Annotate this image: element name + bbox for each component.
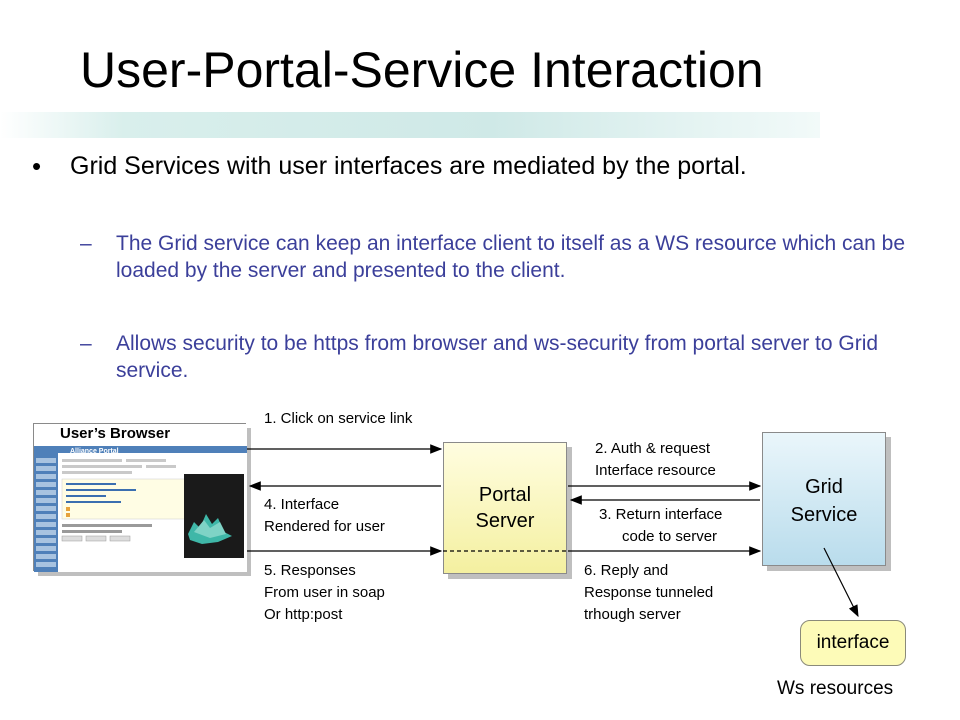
step-3-label-line1: 3. Return interface <box>599 506 723 523</box>
step-5-label-line1: 5. Responses <box>264 562 356 579</box>
step-6-label-line2: Response tunneled <box>584 584 714 601</box>
step-4-label-line2: Rendered for user <box>264 518 385 535</box>
browser-app-title: Alliance Portal <box>70 448 119 455</box>
interface-box: interface <box>800 620 906 666</box>
grid-service-box: Grid Service <box>762 432 891 571</box>
ws-resources-label: Ws resources <box>777 678 894 699</box>
browser-screenshot-thumbnail: Alliance Portal <box>34 424 247 572</box>
step-4-label-line1: 4. Interface <box>264 496 340 513</box>
step-6-label-line3: trhough server <box>584 606 681 623</box>
sub-bullet-text: The Grid service can keep an interface c… <box>116 232 906 282</box>
sub-bullet-text: Allows security to be https from browser… <box>116 332 879 382</box>
main-bullet: Grid Services with user interfaces are m… <box>70 152 747 180</box>
title-underline-bar <box>0 112 820 138</box>
arrow-grid-to-interface <box>823 547 859 618</box>
slide-title: User-Portal-Service Interaction <box>80 42 764 98</box>
step-5-label-line2: From user in soap <box>264 584 385 601</box>
users-browser-label: User’s Browser <box>60 425 171 442</box>
bullet-marker: • <box>32 151 42 181</box>
portal-server-box: Portal Server <box>443 442 572 579</box>
sub-bullet-dash: – <box>80 332 92 355</box>
grid-service-label-line2: Service <box>790 504 858 526</box>
portal-server-label-line1: Portal <box>478 484 532 506</box>
portal-server-label-line2: Server <box>475 510 535 532</box>
step-5-label-line3: Or http:post <box>264 606 343 623</box>
step-3-label-line2: code to server <box>622 528 718 545</box>
step-6-label-line1: 6. Reply and <box>584 562 669 579</box>
users-browser-box: Alliance Portal <box>33 423 251 576</box>
step-2-label-line1: 2. Auth & request <box>595 440 711 457</box>
step-2-label-line2: Interface resource <box>595 462 716 479</box>
grid-service-label-line1: Grid <box>805 476 843 498</box>
step-1-label: 1. Click on service link <box>264 410 413 427</box>
sub-bullet-dash: – <box>80 232 92 255</box>
